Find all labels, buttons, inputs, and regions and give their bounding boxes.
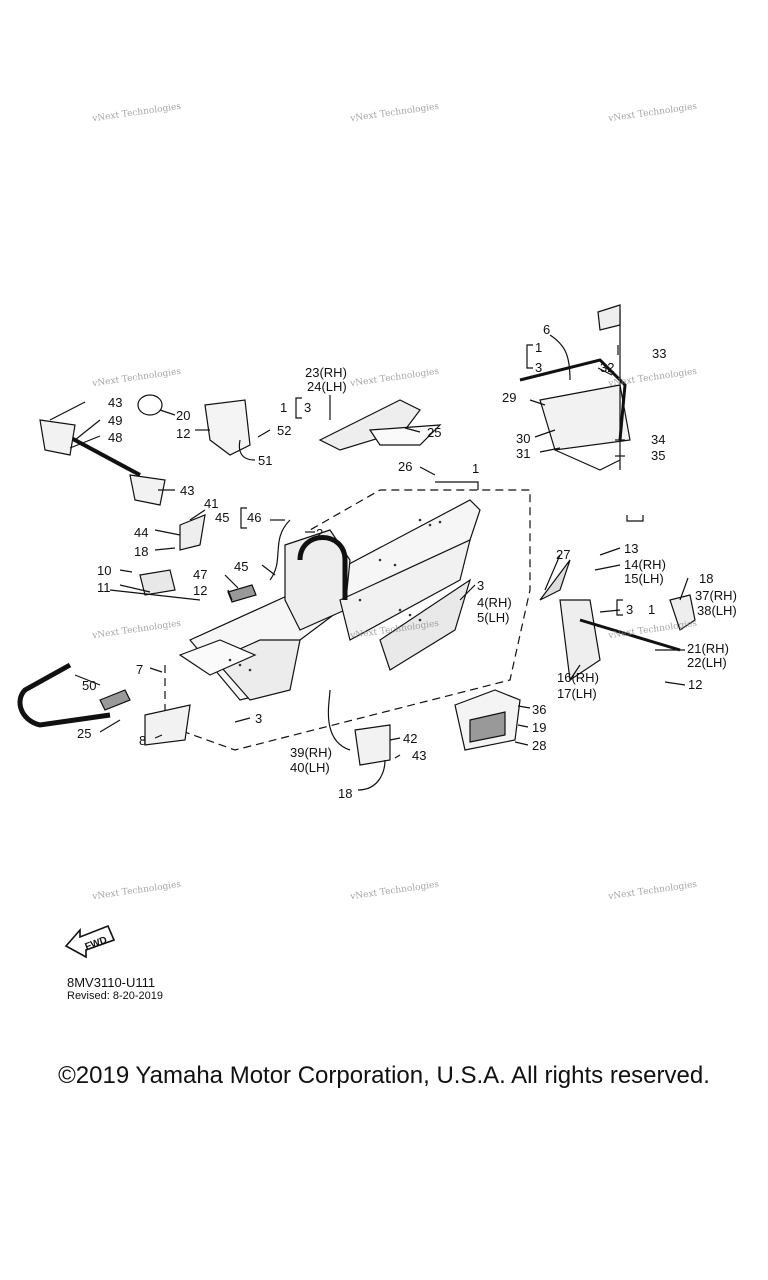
callout-label: 21(RH) <box>687 641 729 656</box>
callout-label: 14(RH) <box>624 557 666 572</box>
callout-label: 49 <box>108 413 123 428</box>
callout-label: 18 <box>338 786 353 801</box>
callout-label: 37(RH) <box>695 588 737 603</box>
callout-label: 47 <box>193 567 208 582</box>
callout-label: 52 <box>277 423 292 438</box>
callout-label: 16(RH) <box>557 670 599 685</box>
callout-label: 3 <box>535 360 543 375</box>
callout-label: 43 <box>180 483 195 498</box>
callout-label: 28 <box>532 738 547 753</box>
callout-label: 42 <box>403 731 418 746</box>
callout-label: 38(LH) <box>697 603 737 618</box>
rear-bumper <box>539 384 631 451</box>
callout-label: 39(RH) <box>290 745 332 760</box>
callout-label: 5(LH) <box>477 610 510 625</box>
callout-label: 6 <box>543 322 551 337</box>
callout-label: 35 <box>651 448 666 463</box>
lower-plate <box>144 704 191 746</box>
copyright-notice: ©2019 Yamaha Motor Corporation, U.S.A. A… <box>58 1062 710 1089</box>
callout-label: 15(LH) <box>624 571 664 586</box>
callout-label: 22(LH) <box>687 655 727 670</box>
callout-label: 3 <box>477 578 485 593</box>
callout-label: 1 <box>472 461 480 476</box>
callout-label: 34 <box>651 432 666 447</box>
callout-label: 4(RH) <box>477 595 512 610</box>
callout-label: 45 <box>215 510 230 525</box>
callout-label: 18 <box>134 544 149 559</box>
callout-label: 46 <box>247 510 262 525</box>
callout-label: 13 <box>624 541 639 556</box>
callout-label: 50 <box>82 678 97 693</box>
right-bracket <box>559 599 601 682</box>
forward-arrow-icon: FWD <box>64 924 116 959</box>
callout-label: 23(RH) <box>305 365 347 380</box>
ring-part <box>137 394 163 416</box>
callout-label: 45 <box>234 559 249 574</box>
callout-label: 51 <box>258 453 273 468</box>
callout-label: 3 <box>255 711 263 726</box>
callout-label: 12 <box>688 677 703 692</box>
revision-date: Revised: 8-20-2019 <box>67 990 164 1002</box>
callout-label: 12 <box>193 583 208 598</box>
handle-bracket <box>179 514 206 551</box>
callout-label: 40(LH) <box>290 760 330 775</box>
step-plate <box>539 559 571 601</box>
callout-label: 10 <box>97 563 112 578</box>
callout-label: 43 <box>412 748 427 763</box>
callout-label: 48 <box>108 430 123 445</box>
callout-label: 41 <box>204 496 219 511</box>
mesh-pad <box>227 584 257 603</box>
callout-label: 31 <box>516 446 531 461</box>
upper-bracket <box>204 399 251 456</box>
callout-label: 44 <box>134 525 149 540</box>
callout-label: 32 <box>600 360 615 375</box>
callout-label: 33 <box>652 346 667 361</box>
diagram-code: 8MV3110-U111 <box>67 975 156 990</box>
pedal <box>139 569 176 596</box>
callout-label: 11 <box>97 580 111 595</box>
callout-label: 27 <box>556 547 571 562</box>
callout-label: 29 <box>502 390 517 405</box>
lower-bracket <box>354 724 391 766</box>
front-bumper <box>17 662 111 728</box>
callout-label: 30 <box>516 431 531 446</box>
callout-label: 26 <box>398 459 413 474</box>
rod-shaft <box>59 430 141 477</box>
duct-part <box>318 399 421 451</box>
callout-label: 18 <box>699 571 714 586</box>
callout-label: 20 <box>176 408 191 423</box>
callout-label: 2 <box>316 526 324 541</box>
callout-label: 25 <box>427 425 442 440</box>
callout-label: 43 <box>108 395 123 410</box>
callout-label: 25 <box>77 726 92 741</box>
callout-label: 12 <box>176 426 191 441</box>
callout-label: 1 <box>535 340 543 355</box>
callout-label: 36 <box>532 702 547 717</box>
callout-label: 1 <box>280 400 288 415</box>
callout-label: 19 <box>532 720 547 735</box>
callout-label: 8 <box>139 733 147 748</box>
callout-label: 24(LH) <box>307 379 347 394</box>
callout-label: 7 <box>136 662 144 677</box>
callout-label: 1 <box>648 602 656 617</box>
callout-label: 17(LH) <box>557 686 597 701</box>
callout-label: 3 <box>304 400 312 415</box>
steering-post <box>297 535 348 600</box>
callout-label: 3 <box>626 602 634 617</box>
